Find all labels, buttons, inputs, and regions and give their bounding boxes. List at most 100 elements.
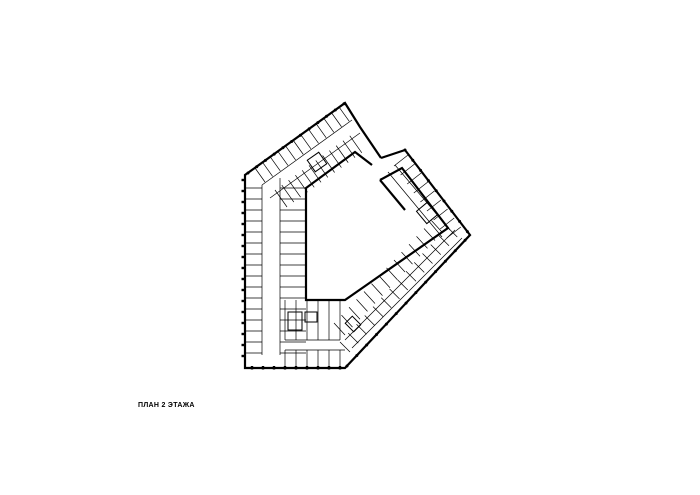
room-partition xyxy=(406,172,422,185)
column-tick xyxy=(325,114,329,118)
column-tick xyxy=(255,165,259,169)
column-tick xyxy=(419,168,423,172)
column-tick xyxy=(241,222,245,226)
column-tick xyxy=(241,343,245,347)
column-tick xyxy=(403,148,407,152)
room-partition xyxy=(408,244,421,257)
column-tick xyxy=(272,366,276,370)
column-tick xyxy=(246,171,250,175)
column-tick xyxy=(450,209,454,213)
room-partition xyxy=(348,307,361,320)
room-partition xyxy=(322,155,335,173)
room-partition xyxy=(447,226,458,238)
column-tick xyxy=(426,179,430,183)
column-tick xyxy=(434,270,438,274)
room-partition xyxy=(342,140,356,158)
room-partition xyxy=(274,189,288,208)
room-partition xyxy=(300,134,312,150)
room-partition xyxy=(393,259,406,273)
room-partition xyxy=(422,253,433,264)
stair-cores xyxy=(287,151,439,333)
corridor-line xyxy=(387,171,443,238)
corridor-line xyxy=(351,237,463,349)
column-tick xyxy=(272,152,276,156)
column-tick xyxy=(305,366,309,370)
room-partition xyxy=(397,279,408,291)
column-tick xyxy=(316,366,320,370)
column-tick xyxy=(463,238,467,242)
column-tick xyxy=(414,291,418,295)
column-tick xyxy=(424,280,428,284)
column-tick xyxy=(411,158,415,162)
room-partition xyxy=(420,190,435,203)
column-tick xyxy=(404,301,408,305)
column-tick xyxy=(298,133,302,137)
room-partition xyxy=(381,297,392,308)
column-tick xyxy=(333,108,337,112)
room-partition xyxy=(438,235,450,247)
room-partition xyxy=(301,170,315,188)
room-partition xyxy=(315,160,329,178)
column-tick xyxy=(241,321,245,325)
column-tick xyxy=(316,121,320,125)
room-partition xyxy=(335,145,349,163)
column-tick xyxy=(307,127,311,131)
room-partition xyxy=(413,181,429,194)
room-partition xyxy=(339,341,351,353)
interior-walls xyxy=(245,107,463,368)
column-tick xyxy=(241,200,245,204)
column-tick xyxy=(342,102,346,106)
room-partition xyxy=(356,324,367,335)
stair-core xyxy=(306,151,328,173)
column-tick xyxy=(241,299,245,303)
room-partition xyxy=(288,179,301,198)
courtyard-wall-segment xyxy=(379,179,406,211)
stair-core xyxy=(415,201,439,225)
room-partition xyxy=(401,251,413,265)
column-tick xyxy=(241,354,245,358)
room-partition xyxy=(371,283,383,296)
column-tick xyxy=(241,310,245,314)
room-partition xyxy=(270,156,281,172)
room-partition xyxy=(416,236,428,249)
corridor-line xyxy=(344,229,456,341)
column-tick xyxy=(443,259,447,263)
room-partition xyxy=(393,154,409,167)
outer-wall xyxy=(243,101,472,370)
room-partition xyxy=(292,140,304,155)
column-tick xyxy=(241,255,245,259)
column-tick xyxy=(453,249,457,253)
column-tick xyxy=(345,364,349,368)
elevator-core xyxy=(304,311,318,323)
column-tick xyxy=(294,366,298,370)
column-tick xyxy=(241,211,245,215)
room-partition xyxy=(430,244,441,255)
column-tick xyxy=(241,277,245,281)
room-partition xyxy=(356,299,368,312)
room-partition xyxy=(426,199,442,212)
column-tick xyxy=(394,312,398,316)
room-partition xyxy=(372,306,384,317)
room-partition xyxy=(331,112,342,127)
column-tick xyxy=(241,244,245,248)
room-partition xyxy=(348,332,359,344)
column-tick xyxy=(434,189,438,193)
room-partition xyxy=(378,275,391,288)
column-tick xyxy=(338,366,342,370)
column-tick xyxy=(281,146,285,150)
room-partition xyxy=(386,267,398,281)
column-tick xyxy=(355,354,359,358)
column-tick xyxy=(442,199,446,203)
column-tick xyxy=(365,343,369,347)
room-partition xyxy=(333,322,346,336)
column-tick xyxy=(375,333,379,337)
column-tick xyxy=(263,158,267,162)
room-partition xyxy=(363,291,376,304)
room-partition xyxy=(308,129,319,144)
stair-core xyxy=(344,315,362,333)
room-partition xyxy=(295,175,308,193)
room-partition xyxy=(262,162,273,177)
room-partition xyxy=(431,220,443,233)
room-partition xyxy=(285,145,296,161)
room-partition xyxy=(315,123,327,139)
